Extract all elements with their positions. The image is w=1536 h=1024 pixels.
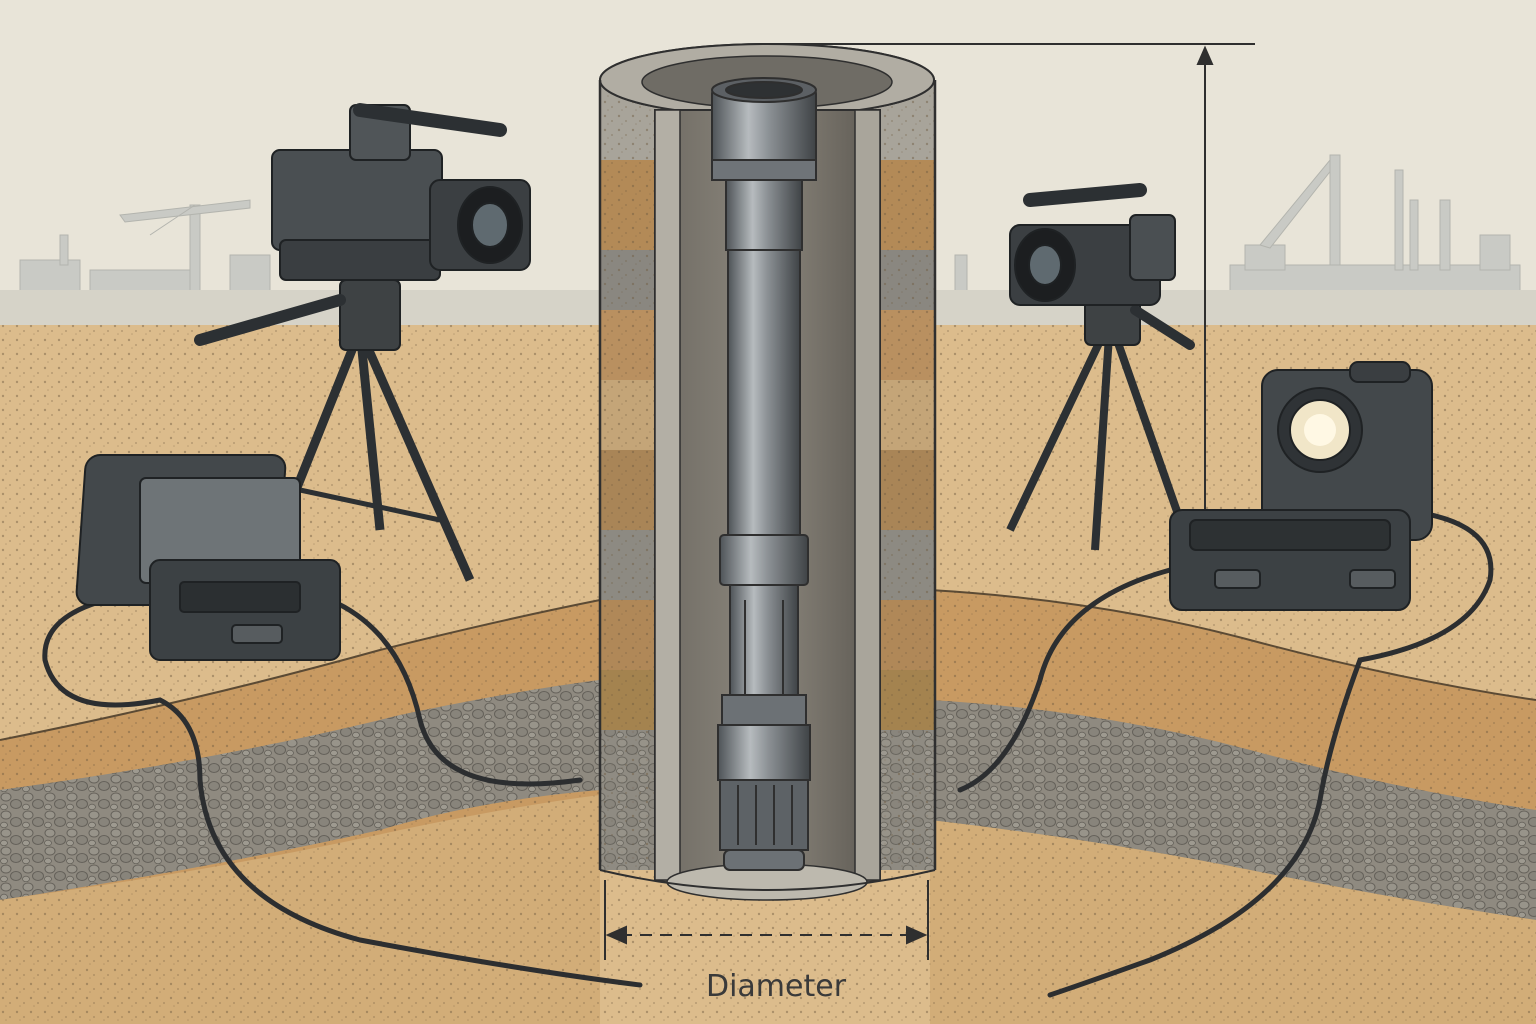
video-camera-right — [1006, 183, 1195, 551]
trench-left — [0, 599, 601, 1024]
equipment-case-right — [1169, 361, 1433, 611]
logging-tool — [711, 77, 817, 871]
equipment-case-left — [75, 454, 341, 661]
cables — [42, 507, 1494, 998]
trench-right — [929, 589, 1536, 1024]
height-dimension — [770, 43, 1255, 510]
diameter-label: Diameter — [706, 969, 847, 1004]
video-camera-left — [194, 103, 531, 582]
diameter-dimension — [604, 880, 929, 960]
